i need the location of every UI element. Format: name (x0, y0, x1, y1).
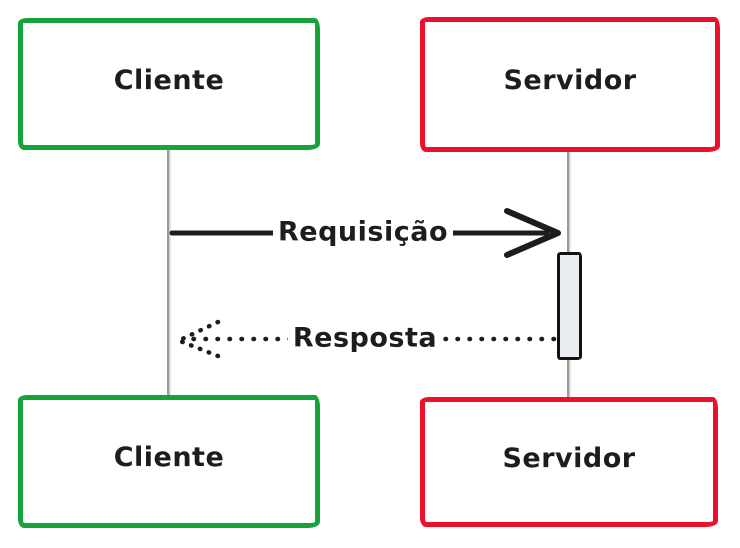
actor-box-servidor-bottom: Servidor (420, 397, 718, 527)
message-label-requisicao: Requisição (272, 216, 454, 248)
actor-label-servidor: Servidor (503, 65, 637, 96)
actor-label-servidor: Servidor (502, 442, 636, 474)
request-arrowhead-icon (504, 208, 561, 258)
actor-label-cliente: Cliente (113, 442, 225, 473)
activation-bar (557, 252, 582, 360)
message-label-resposta: Resposta (287, 322, 443, 354)
actor-box-cliente-bottom: Cliente (18, 395, 320, 528)
actor-label-cliente: Cliente (113, 64, 225, 96)
lifeline-cliente (167, 148, 169, 397)
actor-box-cliente-top: Cliente (18, 18, 320, 150)
response-arrowhead-upper-icon (177, 319, 221, 343)
actor-box-servidor-top: Servidor (420, 17, 720, 152)
response-arrowhead-lower-icon (177, 338, 221, 359)
